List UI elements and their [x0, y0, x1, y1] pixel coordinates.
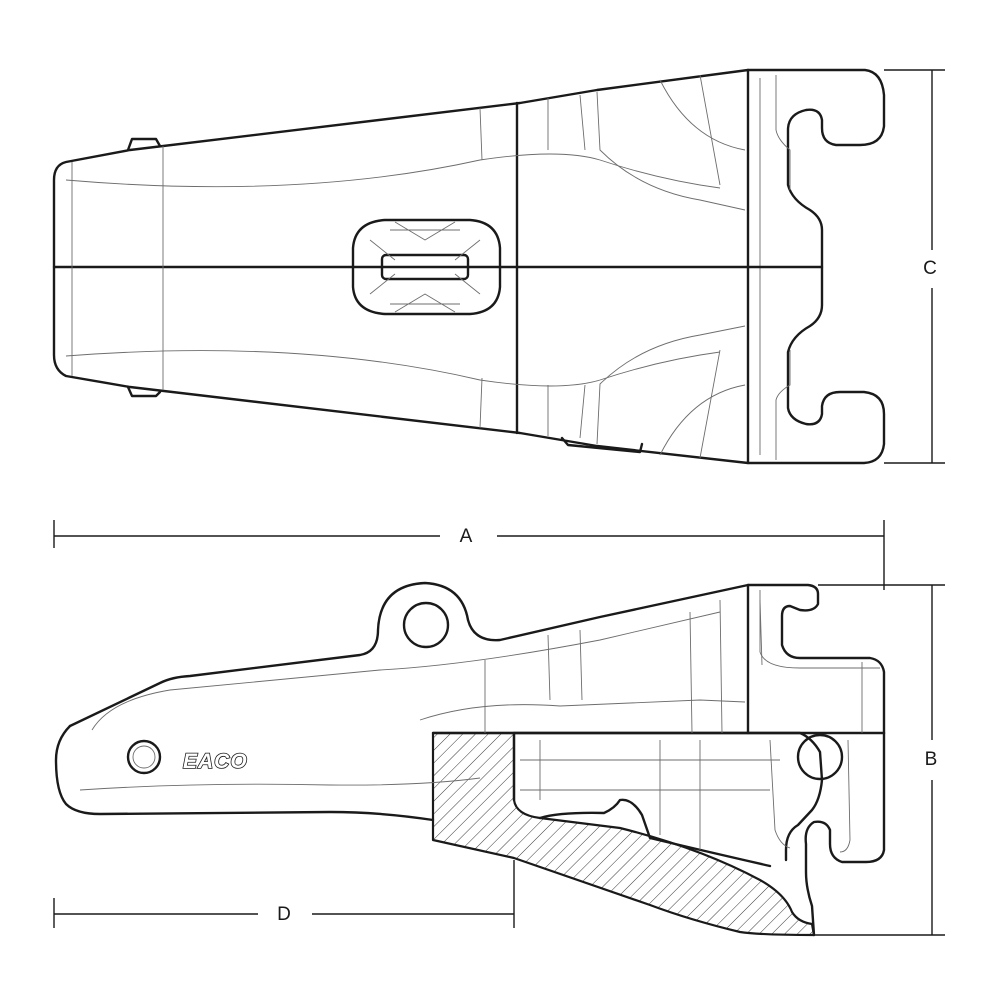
- side-view-contour-recess: [520, 739, 791, 849]
- side-view: [54, 581, 886, 937]
- side-view-contour-verticals: [484, 599, 863, 850]
- top-view-pin-slot: [351, 218, 502, 316]
- dim-a-label: A: [460, 526, 473, 547]
- dim-b-label: B: [925, 749, 938, 770]
- side-view-contour-lower: [79, 777, 481, 791]
- eaco-logo: EACO: [183, 750, 248, 773]
- top-view-contour-lower: [65, 350, 721, 387]
- side-view-nose-hole: [126, 739, 162, 775]
- side-view-pin-hole: [402, 601, 450, 649]
- side-view-flange-detail: [759, 590, 880, 853]
- side-view-rear-flange-lower: [804, 731, 886, 937]
- top-view-contour-ridge: [479, 94, 586, 439]
- side-view-section-hatch: [431, 731, 816, 937]
- side-view-contour-mid: [419, 699, 746, 721]
- dim-c-label: C: [923, 258, 937, 279]
- side-view-contour-upper: [91, 611, 721, 731]
- side-view-nose-outline: [54, 724, 435, 822]
- top-view-contour-diag: [659, 74, 746, 459]
- top-view-nose-lug-bottom: [126, 385, 162, 398]
- side-view-rear-pin: [796, 733, 844, 781]
- top-view-nose-lug-top: [126, 137, 162, 152]
- top-view: [52, 68, 886, 465]
- top-view-contour-face-upper: [596, 91, 746, 211]
- side-view-recess-lower: [538, 798, 772, 868]
- dimension-lines: C A B D: [53, 69, 945, 936]
- top-view-contour-upper: [65, 153, 721, 189]
- side-view-nose-hole-inner: [132, 745, 156, 769]
- side-view-upper-outline: [68, 581, 886, 735]
- dim-d-label: D: [277, 904, 291, 925]
- top-view-contour-face-lower: [596, 325, 746, 445]
- top-view-bottom-rib: [560, 436, 644, 454]
